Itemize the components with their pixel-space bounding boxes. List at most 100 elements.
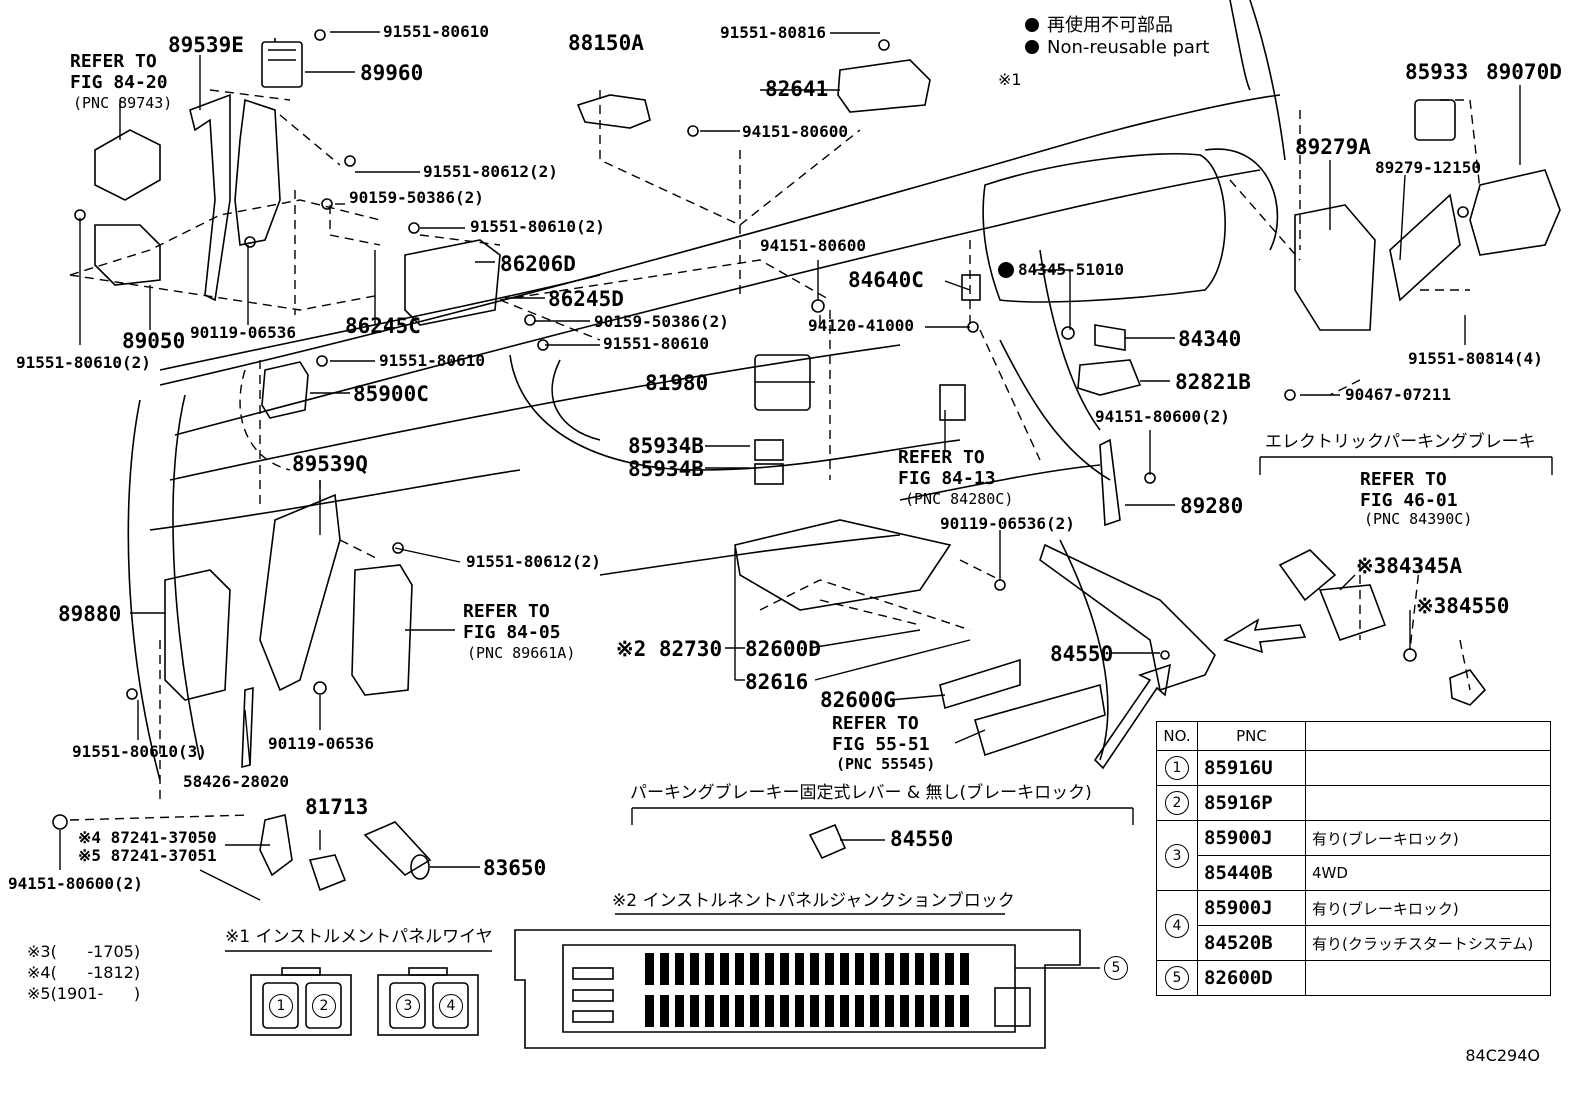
part-label-85934B-b: 85934B — [628, 457, 704, 481]
part-label-91551-80610-b: 91551-80610 — [603, 334, 709, 353]
row-no-2: 2 — [1165, 791, 1189, 815]
row-desc: 有り(クラッチスタートシステム) — [1305, 925, 1551, 961]
part-label-94151-80600-2: 94151-80600(2) — [1095, 407, 1230, 426]
pnc-55545: (PNC 55545) — [836, 755, 936, 773]
pnc-89661A: (PNC 89661A) — [467, 644, 576, 662]
row-pnc: 85916U — [1197, 750, 1306, 786]
part-label-89539Q: 89539Q — [292, 452, 368, 476]
part-label-85934B-a: 85934B — [628, 434, 704, 458]
part-label-89880: 89880 — [58, 602, 122, 626]
junction-block-title: ※2 インストルネントパネルジャンクションブロック — [612, 891, 1015, 911]
junction-ref-5: 5 — [1104, 956, 1128, 980]
part-label-86245C: 86245C — [345, 314, 421, 338]
refer-fig-84-20: REFER TO FIG 84-20 — [70, 51, 168, 93]
part-label-90159-50386-2: 90159-50386(2) — [349, 188, 484, 207]
pnc-84390C: (PNC 84390C) — [1364, 510, 1473, 528]
row-no-cell: 4 — [1156, 890, 1198, 961]
header-no: NO. — [1156, 721, 1198, 751]
diagram-code: 84C294O — [1465, 1046, 1540, 1065]
row-pnc: 85900J — [1197, 820, 1306, 856]
refer-fig-46-01: REFER TO FIG 46-01 — [1360, 469, 1458, 511]
header-pnc: PNC — [1197, 721, 1306, 751]
refer-fig-84-05: REFER TO FIG 84-05 — [463, 601, 561, 643]
part-label-91551-80610-2b: 91551-80610(2) — [16, 353, 151, 372]
part-label-84550-c: 84550 — [890, 827, 954, 851]
row-no-1: 1 — [1165, 756, 1189, 780]
epb-section-title: エレクトリックパーキングブレーキ — [1265, 432, 1536, 452]
row-pnc: 85900J — [1197, 890, 1306, 926]
part-label-91551-80610-2: 91551-80610(2) — [470, 217, 605, 236]
part-label-85933: 85933 — [1405, 60, 1469, 84]
row-no-cell: 3 — [1156, 820, 1198, 891]
part-label-81713: 81713 — [305, 795, 369, 819]
part-label-91551-80612-2: 91551-80612(2) — [423, 162, 558, 181]
part-label-91551-80612-2b: 91551-80612(2) — [466, 552, 601, 571]
part-label-82600D: 82600D — [745, 637, 821, 661]
connector-4: 4 — [439, 994, 463, 1018]
part-label-82821B: 82821B — [1175, 370, 1251, 394]
note-3: ※3( -1705) — [27, 942, 141, 961]
part-label-90119-06536-b: 90119-06536 — [268, 734, 374, 753]
row-desc: 有り(ブレーキロック) — [1305, 890, 1551, 926]
row-no-cell: 2 — [1156, 785, 1198, 821]
part-label-94120-41000: 94120-41000 — [808, 316, 914, 335]
part-label-82641: 82641 — [765, 77, 829, 101]
part-label-84345-51010: 84345-51010 — [1018, 260, 1124, 279]
row-pnc: 84520B — [1197, 925, 1306, 961]
table-row: 85440B 4WD — [1157, 855, 1551, 891]
part-label-84550-a: ※384550 — [1416, 594, 1510, 618]
part-label-90467-07211: 90467-07211 — [1345, 385, 1451, 404]
part-label-84345A: ※384345A — [1356, 554, 1463, 578]
part-label-88150A: 88150A — [568, 31, 644, 55]
connector-2: 2 — [312, 994, 336, 1018]
part-label-90119-06536: 90119-06536 — [190, 323, 296, 342]
row-no-cell: 5 — [1156, 960, 1198, 996]
row-pnc: 85440B — [1197, 855, 1306, 891]
row-no-5: 5 — [1165, 966, 1189, 990]
row-desc — [1305, 785, 1551, 821]
row-no-4: 4 — [1165, 913, 1189, 938]
part-label-89280: 89280 — [1180, 494, 1244, 518]
table-row: 2 85916P — [1156, 785, 1551, 821]
note-5: ※5(1901- ) — [27, 984, 141, 1003]
row-desc — [1305, 750, 1551, 786]
refer-fig-55-51: REFER TO FIG 55-51 — [832, 713, 930, 755]
part-label-91551-80610: 91551-80610 — [383, 22, 489, 41]
part-label-89070D: 89070D — [1486, 60, 1562, 84]
table-row: 1 85916U — [1156, 750, 1551, 786]
row-desc: 4WD — [1305, 855, 1551, 891]
part-label-94151-80600-2b: 94151-80600(2) — [8, 874, 143, 893]
row-pnc: 85916P — [1197, 785, 1306, 821]
table-row: 5 82600D — [1156, 960, 1551, 996]
part-label-89539E: 89539E — [168, 33, 244, 57]
pnc-table: NO. PNC 1 85916U 2 85916P 3 85900J 有り(ブレ… — [1156, 721, 1551, 996]
part-label-82730: ※2 82730 — [616, 637, 723, 661]
note-4: ※4( -1812) — [27, 963, 141, 982]
part-label-91551-80610-c: 91551-80610 — [379, 351, 485, 370]
connector-1: 1 — [269, 994, 293, 1018]
row-desc: 有り(ブレーキロック) — [1305, 820, 1551, 856]
part-label-89279A: 89279A — [1295, 135, 1371, 159]
part-label-81980: 81980 — [645, 371, 709, 395]
refer-fig-84-13: REFER TO FIG 84-13 — [898, 447, 996, 489]
table-header-row: NO. PNC — [1156, 721, 1551, 751]
part-label-94151-80600-b: 94151-80600 — [760, 236, 866, 255]
pnc-84280C: (PNC 84280C) — [905, 490, 1014, 508]
part-label-89050: 89050 — [122, 329, 186, 353]
part-label-82616: 82616 — [745, 670, 809, 694]
part-label-85900C: 85900C — [353, 382, 429, 406]
table-row: 3 85900J 有り(ブレーキロック) — [1156, 820, 1551, 891]
connector-3: 3 — [396, 994, 420, 1018]
pnc-89743: (PNC 89743) — [73, 94, 173, 112]
legend-en: Non-reusable part — [1025, 37, 1209, 58]
row-no-3: 3 — [1165, 843, 1189, 868]
legend-jp: 再使用不可部品 — [1025, 11, 1173, 37]
part-label-89960: 89960 — [360, 61, 424, 85]
part-label-83650: 83650 — [483, 856, 547, 880]
header-desc — [1305, 721, 1551, 751]
part-label-91551-80816: 91551-80816 — [720, 23, 826, 42]
wire-harness-title: ※1 インストルメントパネルワイヤ — [225, 927, 493, 947]
part-label-84640C: 84640C — [848, 268, 924, 292]
